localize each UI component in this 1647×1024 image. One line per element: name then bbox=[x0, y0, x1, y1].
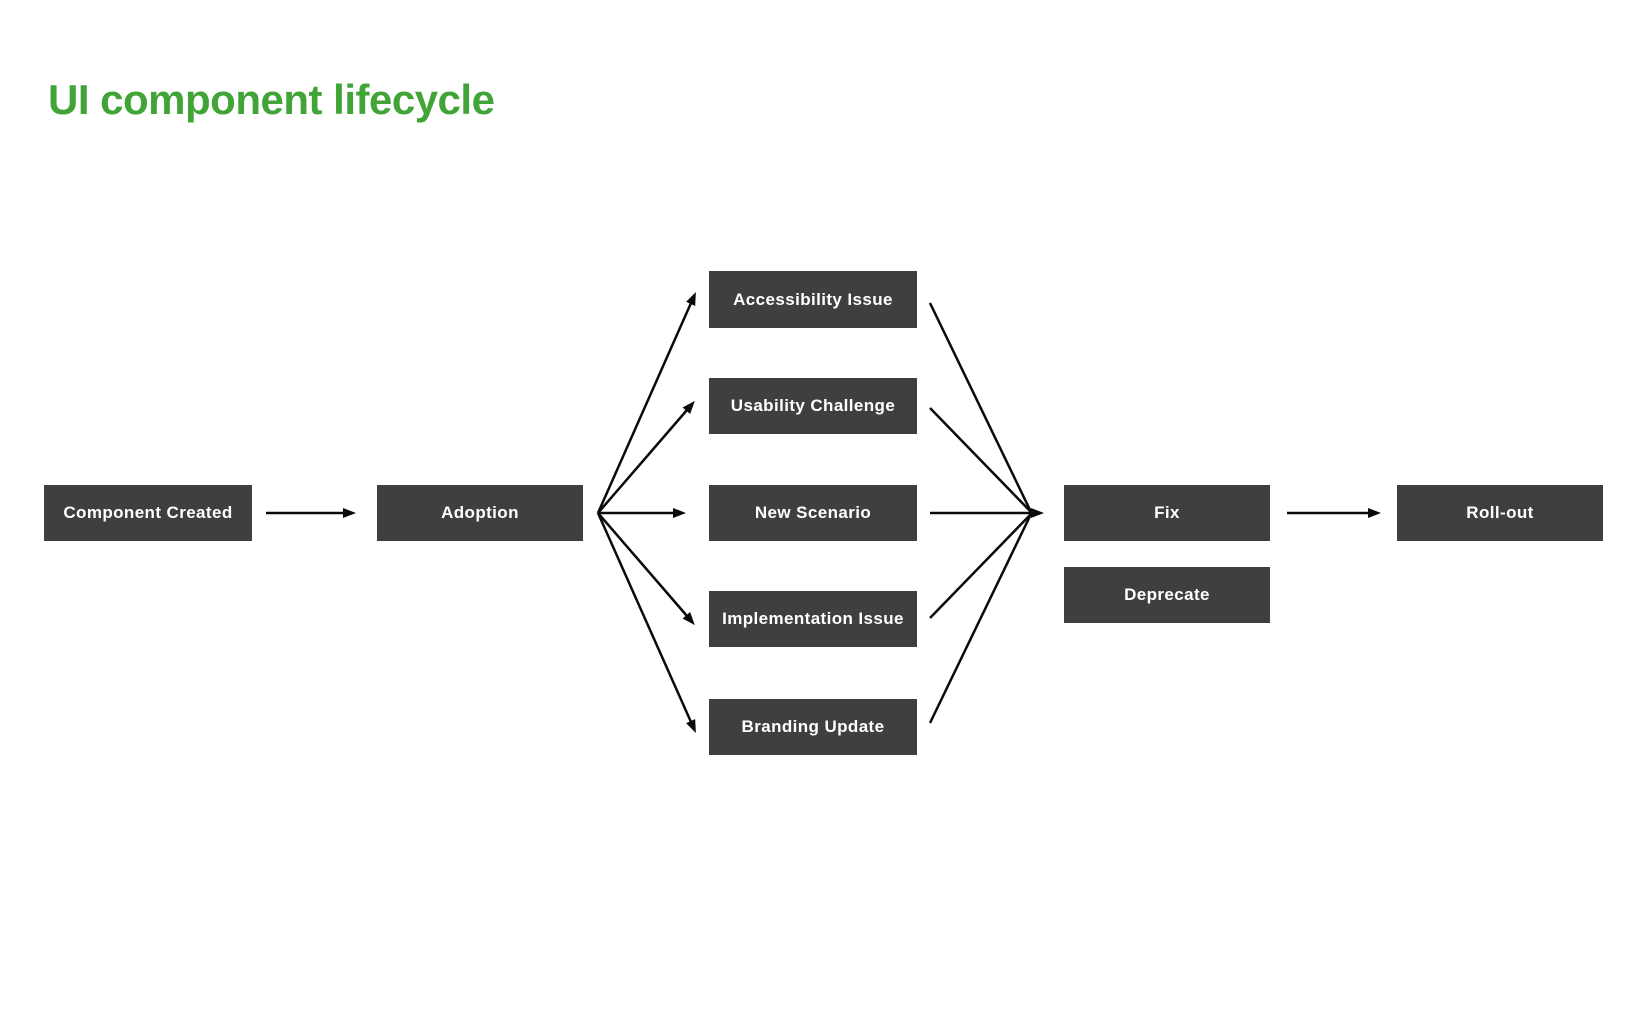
edge-adoption-to-accessibility-issue bbox=[596, 292, 696, 514]
node-deprecate: Deprecate bbox=[1064, 567, 1270, 623]
edge-adoption-to-usability-challenge bbox=[597, 400, 695, 514]
edge-accessibility-issue-to-fix bbox=[928, 302, 1033, 513]
node-label: Component Created bbox=[63, 503, 233, 522]
node-fix: Fix bbox=[1064, 485, 1270, 541]
node-label: Adoption bbox=[441, 503, 519, 522]
node-label: New Scenario bbox=[754, 503, 872, 522]
edge-usability-challenge-to-fix bbox=[929, 407, 1032, 513]
node-label: Deprecate bbox=[1124, 585, 1210, 604]
node-label: Fix bbox=[1154, 503, 1180, 522]
node-accessibility-issue: Accessibility Issue bbox=[709, 271, 917, 328]
node-new-scenario: New Scenario bbox=[709, 485, 917, 541]
node-implementation-issue: Implementation Issue bbox=[709, 591, 917, 647]
edge-implementation-issue-to-fix bbox=[929, 513, 1032, 619]
node-branding-update: Branding Update bbox=[709, 699, 917, 755]
node-component-created: Component Created bbox=[44, 485, 252, 541]
node-label: Roll-out bbox=[1466, 503, 1534, 522]
page-title: UI component lifecycle bbox=[48, 76, 495, 123]
node-label: Accessibility Issue bbox=[733, 289, 893, 309]
node-usability-challenge: Usability Challenge bbox=[709, 378, 917, 434]
edge-adoption-to-implementation-issue bbox=[597, 512, 695, 626]
edge-branding-update-to-fix bbox=[928, 513, 1033, 724]
node-roll-out: Roll-out bbox=[1397, 485, 1603, 541]
edge-adoption-to-branding-update bbox=[596, 512, 696, 733]
node-label: Implementation Issue bbox=[722, 609, 904, 628]
node-label: Branding Update bbox=[741, 717, 885, 736]
node-adoption: Adoption bbox=[377, 485, 583, 541]
node-label: Usability Challenge bbox=[730, 396, 896, 415]
